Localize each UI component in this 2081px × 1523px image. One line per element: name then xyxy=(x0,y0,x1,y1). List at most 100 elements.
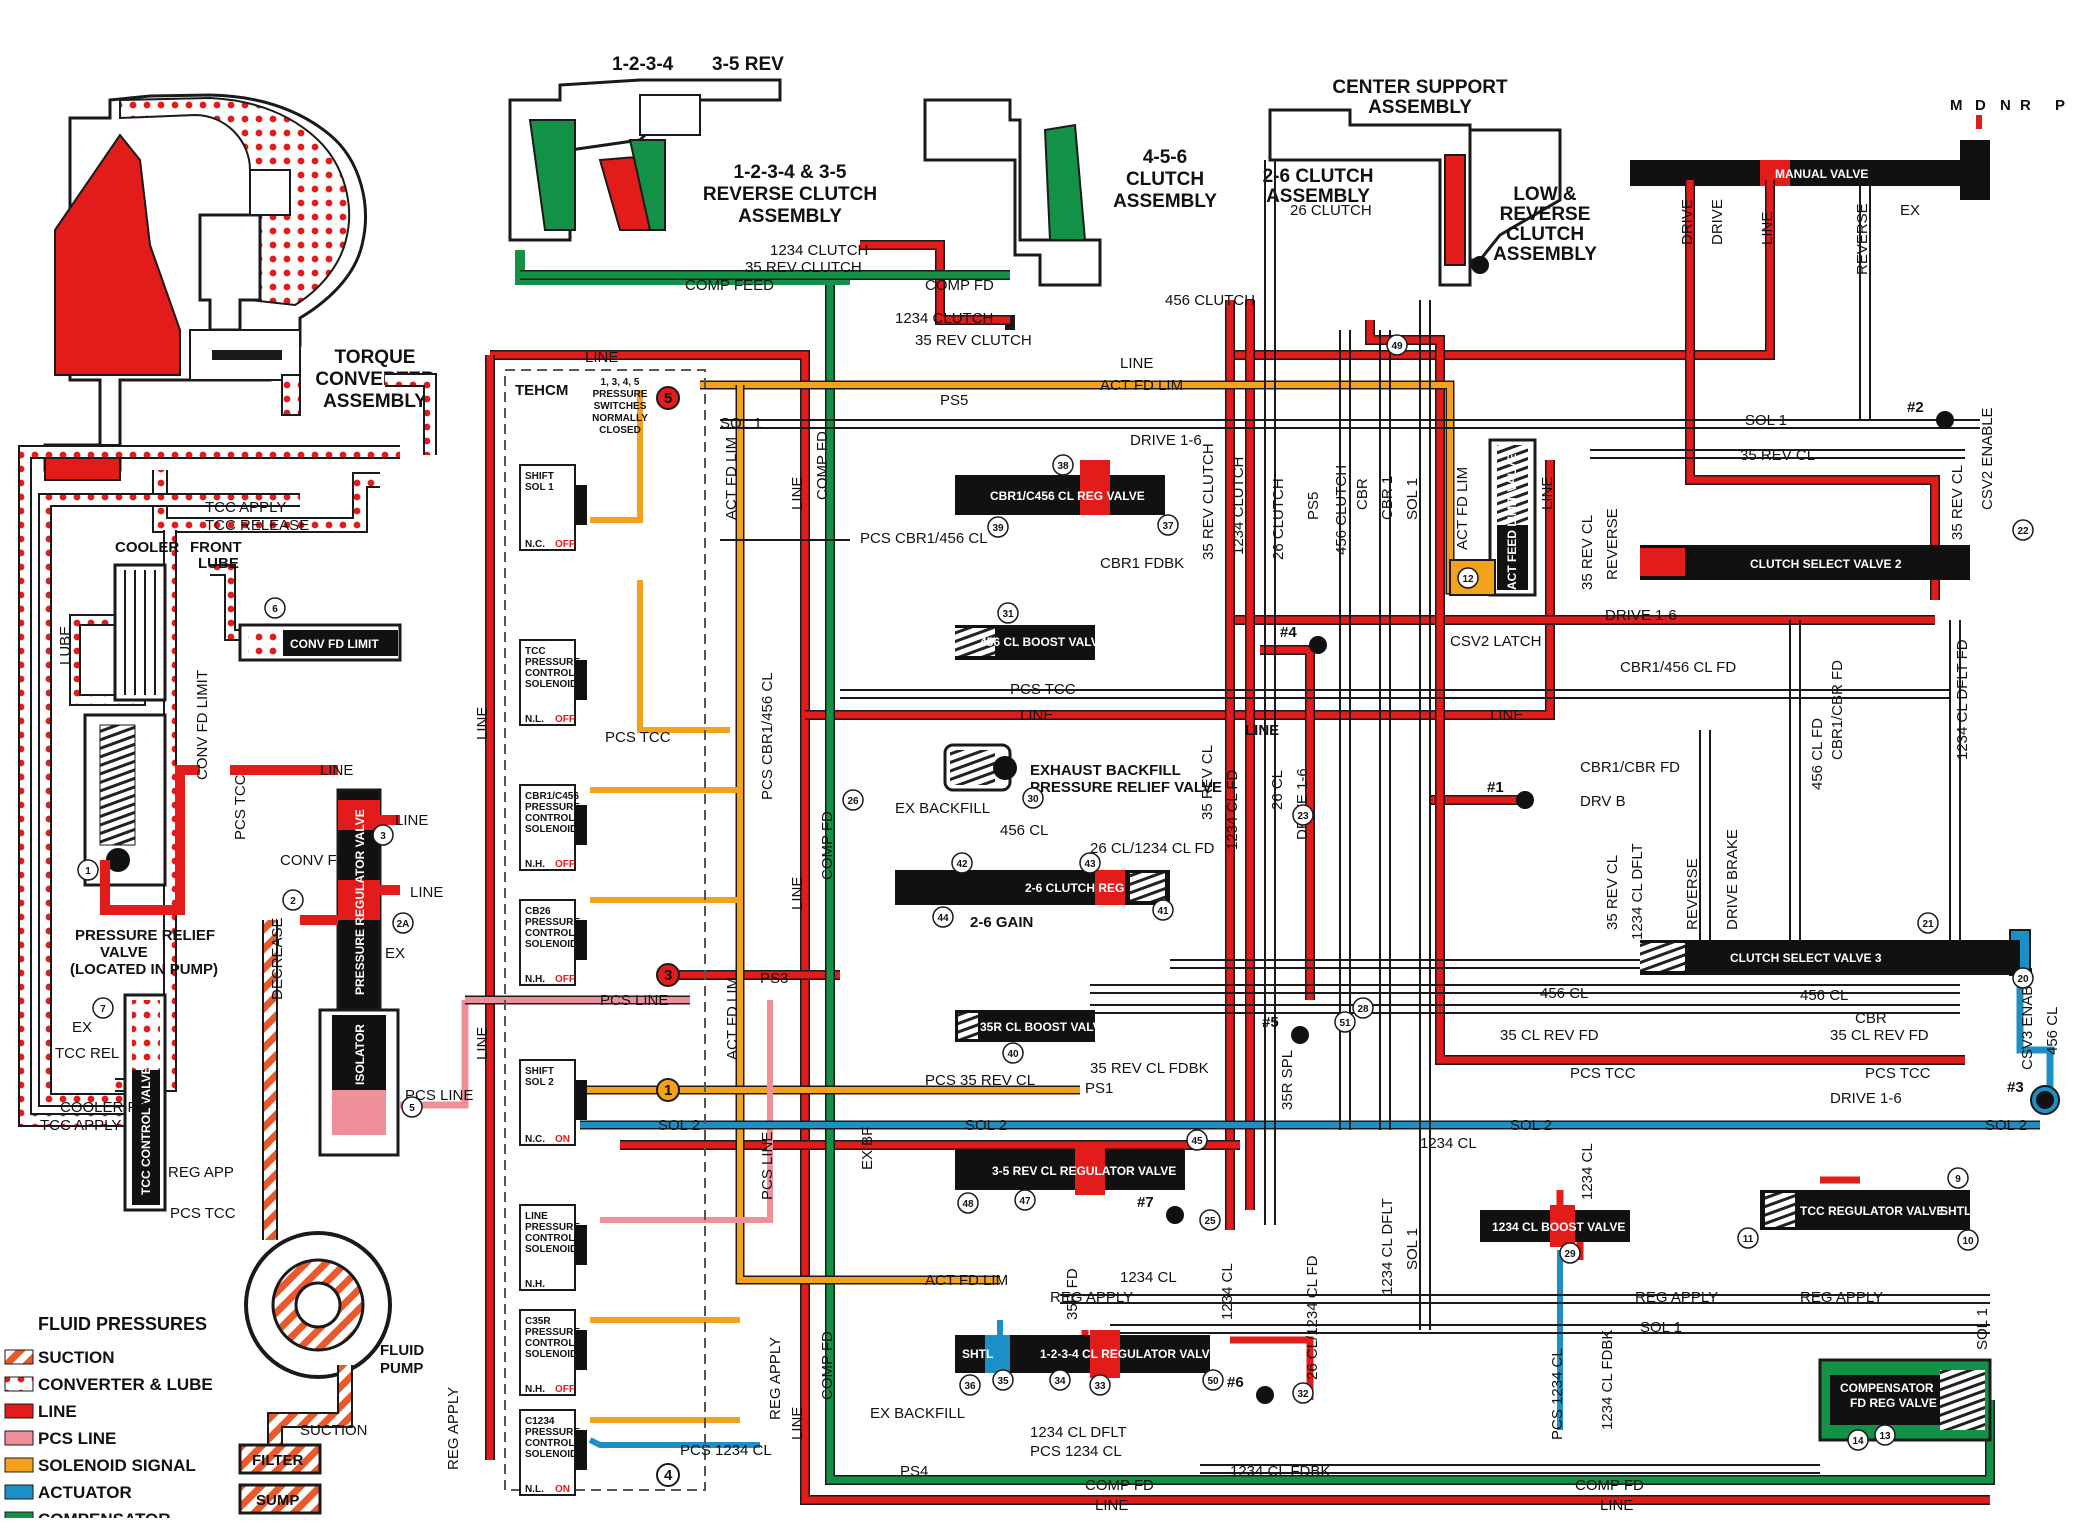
vlabel-line-4: LINE xyxy=(789,1407,806,1440)
reg-1234-label: 1-2-3-4 CL REGULATOR VALVE xyxy=(1040,1347,1218,1361)
pressure-switch-5: 5 xyxy=(656,386,680,410)
port-number: 48 xyxy=(962,1199,974,1210)
label-pcs-35-rev-cl: PCS 35 REV CL xyxy=(925,1072,1035,1089)
port-26: 26 xyxy=(842,789,864,811)
solenoid-name-line: C1234 xyxy=(525,1416,555,1427)
solenoid-type: N.H. xyxy=(525,859,545,870)
label-reg-apply-right: REG APPLY xyxy=(1635,1289,1718,1306)
solenoid-name-line: SHIFT xyxy=(525,471,554,482)
port-circle xyxy=(932,906,954,928)
solenoid-name-line: CB26 xyxy=(525,906,551,917)
label-sol1-right: SOL 1 xyxy=(1745,412,1787,429)
label-ex-backfill: EX BACKFILL xyxy=(895,800,990,817)
exhaust-backfill-label-1: EXHAUST BACKFILL xyxy=(1030,762,1181,779)
label-cbr1-456-fd: CBR1/456 CL FD xyxy=(1620,659,1736,676)
checkball-3: #3 xyxy=(2007,1079,2054,1109)
label-pcs-tcc-mid: PCS TCC xyxy=(1010,681,1076,698)
vlabel-35-rev-cl: 35 REV CL xyxy=(1579,515,1596,590)
label-pcs-tcc-left: PCS TCC xyxy=(605,729,671,746)
solenoid-type: N.L. xyxy=(525,1484,544,1495)
vlabel-26-clutch: 26 CLUTCH xyxy=(1270,478,1287,560)
port-circle xyxy=(1917,912,1939,934)
pressure-regulator-label: PRESSURE REGULATOR VALVE xyxy=(353,809,367,995)
checkball-label: #1 xyxy=(1487,779,1504,796)
switch-note-1: 1, 3, 4, 5 xyxy=(601,377,640,388)
port-number: 2A xyxy=(397,919,410,930)
switch-note-5: CLOSED xyxy=(599,425,641,436)
solenoid-name-line: SHIFT xyxy=(525,1066,554,1077)
vlabel-reverse-1: REVERSE xyxy=(1604,508,1621,580)
label-ps1: PS1 xyxy=(1085,1080,1113,1097)
pressure-relief-valve: PRESSURE RELIEF VALVE (LOCATED IN PUMP) xyxy=(70,713,218,978)
port-circle xyxy=(264,597,286,619)
port-circle xyxy=(987,516,1009,538)
center-support-assembly: CENTER SUPPORT ASSEMBLY 2-6 CLUTCH ASSEM… xyxy=(1263,77,1597,287)
solenoid-body xyxy=(519,1409,576,1496)
checkball-label: #2 xyxy=(1907,399,1924,416)
vlabel-1234-cl-dflt-fd: 1234 CL DFLT FD xyxy=(1954,639,1971,760)
port-number: 43 xyxy=(1084,859,1096,870)
label-act-fd-lim-top: ACT FD LIM xyxy=(1100,377,1183,394)
label-sol1-left: SOL 1 xyxy=(720,415,762,432)
port-34: 34 xyxy=(1049,1369,1071,1391)
cbr1-c456-reg-valve: CBR1/C456 CL REG VALVE xyxy=(955,460,1165,515)
tehcm-switch-note: 1, 3, 4, 5 PRESSURE SWITCHES NORMALLY CL… xyxy=(592,377,648,436)
port-21: 21 xyxy=(1917,912,1939,934)
label-pcs-1234-cl: PCS 1234 CL xyxy=(680,1442,772,1459)
port-circle xyxy=(1957,1229,1979,1251)
vlabel-cbr1: CBR 1 xyxy=(1379,476,1396,520)
legend-item-pcs: PCS LINE xyxy=(4,1429,116,1448)
port-number: 41 xyxy=(1157,906,1169,917)
label-csv2-latch: CSV2 LATCH xyxy=(1450,633,1541,650)
port-circle xyxy=(1334,1011,1356,1033)
vlabel-comp-fd-3: COMP FD xyxy=(819,1331,836,1400)
legend-item-compensator: COMPENSATOR xyxy=(4,1510,171,1523)
gain-26-label: 2-6 GAIN xyxy=(970,914,1033,931)
port-circle xyxy=(1737,1227,1759,1249)
vlabel-csv2-enable: CSV2 ENABLE xyxy=(1979,407,1996,510)
vlabel-1234-cl-fd: 1234 CL FD xyxy=(1224,770,1241,850)
port-44: 44 xyxy=(932,906,954,928)
port-circle xyxy=(1022,787,1044,809)
port-51: 51 xyxy=(1334,1011,1356,1033)
port-number: 29 xyxy=(1564,1249,1576,1260)
tcc-reg-label: TCC REGULATOR VALVE xyxy=(1800,1204,1944,1218)
label-line-low-right: LINE xyxy=(1600,1497,1633,1514)
reg-35r-valve: 3-5 REV CL REGULATOR VALVE xyxy=(955,1145,1185,1195)
checkball-5: #5 xyxy=(1262,1014,1309,1044)
checkball-6: #6 xyxy=(1227,1374,1274,1404)
solenoid-name-line: LINE xyxy=(525,1211,548,1222)
port-30: 30 xyxy=(1022,787,1044,809)
solenoid-plunger xyxy=(575,485,587,525)
port-42: 42 xyxy=(951,852,973,874)
port-5: 5 xyxy=(401,1096,423,1118)
label-456-cl-mid: 456 CL xyxy=(1540,985,1588,1002)
port-48: 48 xyxy=(957,1192,979,1214)
port-circle xyxy=(1199,1209,1221,1231)
torque-converter-label-3: ASSEMBLY xyxy=(323,391,427,412)
label-line-reg: LINE xyxy=(320,762,353,779)
legend-label: ACTUATOR xyxy=(38,1483,132,1502)
solenoid-state: ON xyxy=(555,1484,570,1495)
vlabel-sol1-right: SOL 1 xyxy=(1974,1308,1991,1350)
port-number: 6 xyxy=(272,604,278,615)
label-pcs-tcc-right: PCS TCC xyxy=(1570,1065,1636,1082)
port-28: 28 xyxy=(1352,997,1374,1019)
reverse-clutch-top-2: 3-5 REV xyxy=(712,54,784,75)
legend-label: SUCTION xyxy=(38,1348,115,1367)
checkball-ball xyxy=(1516,791,1534,809)
solenoid-plunger xyxy=(575,660,587,700)
port-number: 32 xyxy=(1297,1389,1309,1400)
vlabel-sol1-low: SOL 1 xyxy=(1404,1228,1421,1270)
solenoid-type: N.C. xyxy=(525,539,545,550)
clutch-456-label-3: ASSEMBLY xyxy=(1113,191,1217,212)
pressure-switch-marker xyxy=(656,386,680,410)
vlabel-35-rev-cl-2: 35 REV CL xyxy=(1604,855,1621,930)
pressure-switch-id: 4 xyxy=(664,1467,673,1484)
vlabel-35r-spl: 35R SPL xyxy=(1279,1050,1296,1110)
port-number: 40 xyxy=(1007,1049,1019,1060)
